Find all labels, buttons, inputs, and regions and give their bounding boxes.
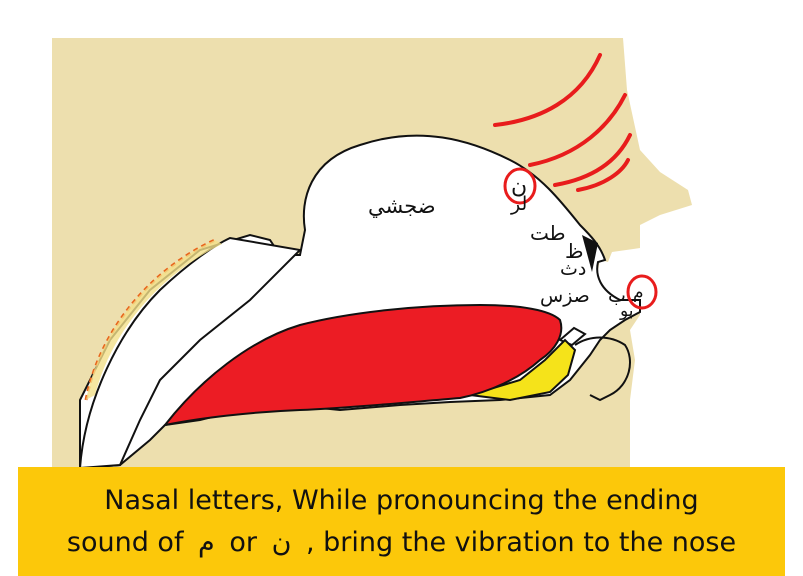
nun-letter: ن bbox=[511, 174, 527, 199]
caption-ending: , bring the vibration to the nose bbox=[306, 526, 737, 558]
nose-vibration-lines bbox=[493, 53, 632, 192]
caption-line-2: sound of م or ن , bring the vibration to… bbox=[67, 522, 736, 564]
caption-nun: ن bbox=[271, 526, 292, 558]
caption-line-1: Nasal letters, While pronouncing the end… bbox=[104, 484, 699, 516]
ba-letter: ب bbox=[608, 285, 626, 307]
tongue bbox=[162, 303, 563, 427]
sad-zay-sin-letters: صزس bbox=[540, 285, 590, 307]
nun-highlight-circle bbox=[503, 167, 537, 205]
lower-gum bbox=[469, 338, 577, 402]
caption-or: or bbox=[229, 526, 257, 558]
upper-teeth bbox=[582, 235, 598, 272]
palate-letters: ضجشي bbox=[368, 194, 436, 218]
throat bbox=[78, 236, 303, 470]
mim-highlight-circle bbox=[626, 274, 658, 310]
waw-ba-letters: بو bbox=[619, 301, 634, 321]
lower-lip bbox=[574, 336, 631, 402]
za-letter: ظ bbox=[565, 239, 584, 263]
dal-tha-letters: دث bbox=[560, 258, 586, 280]
caption-sound-of: sound of bbox=[66, 526, 184, 558]
lam-ra-letters: لر bbox=[510, 193, 527, 215]
caption-mim: م bbox=[198, 526, 215, 558]
caption-banner: Nasal letters, While pronouncing the end… bbox=[18, 467, 785, 576]
ta-dal-letters: طت bbox=[530, 221, 566, 245]
mim-letter: م bbox=[633, 283, 644, 303]
